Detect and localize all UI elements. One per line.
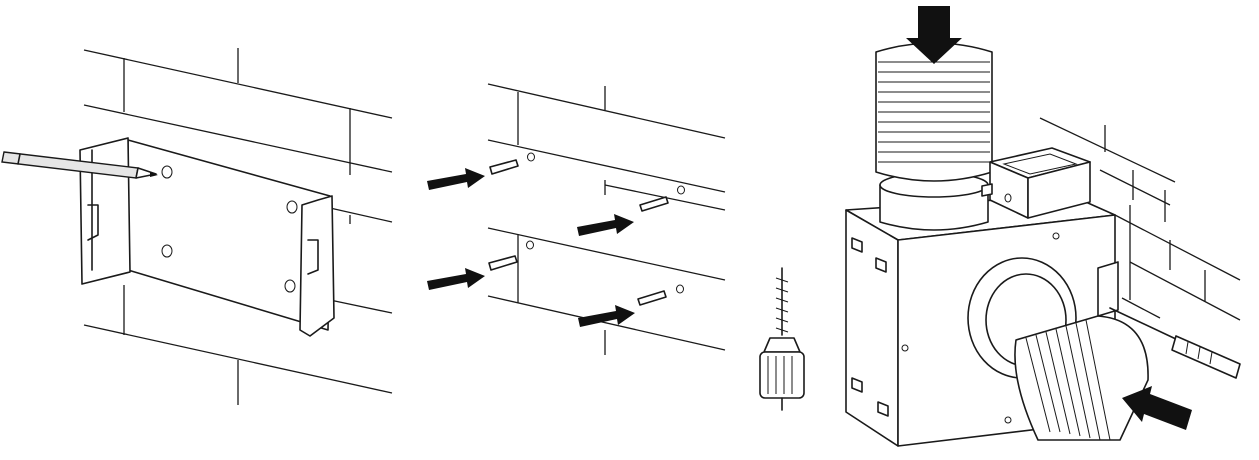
panel-1-mark-holes <box>1 48 393 405</box>
side-flexible-duct <box>1014 315 1149 441</box>
panel-2-insert-plugs <box>427 83 805 411</box>
brick-wall-left <box>83 48 393 405</box>
arrow-icon <box>906 6 1192 430</box>
arrow-icon <box>427 168 635 327</box>
brick-wall-right <box>1039 117 1241 321</box>
terminal-box <box>981 147 1091 219</box>
screwdriver-icon <box>1109 307 1241 379</box>
panel-3-fan-box <box>845 6 1241 447</box>
pencil-icon <box>1 151 158 179</box>
wall-plug-icon <box>488 159 669 306</box>
mounting-bracket <box>79 137 335 337</box>
drill-bit-icon <box>759 267 805 411</box>
brick-wall-middle <box>487 83 726 355</box>
